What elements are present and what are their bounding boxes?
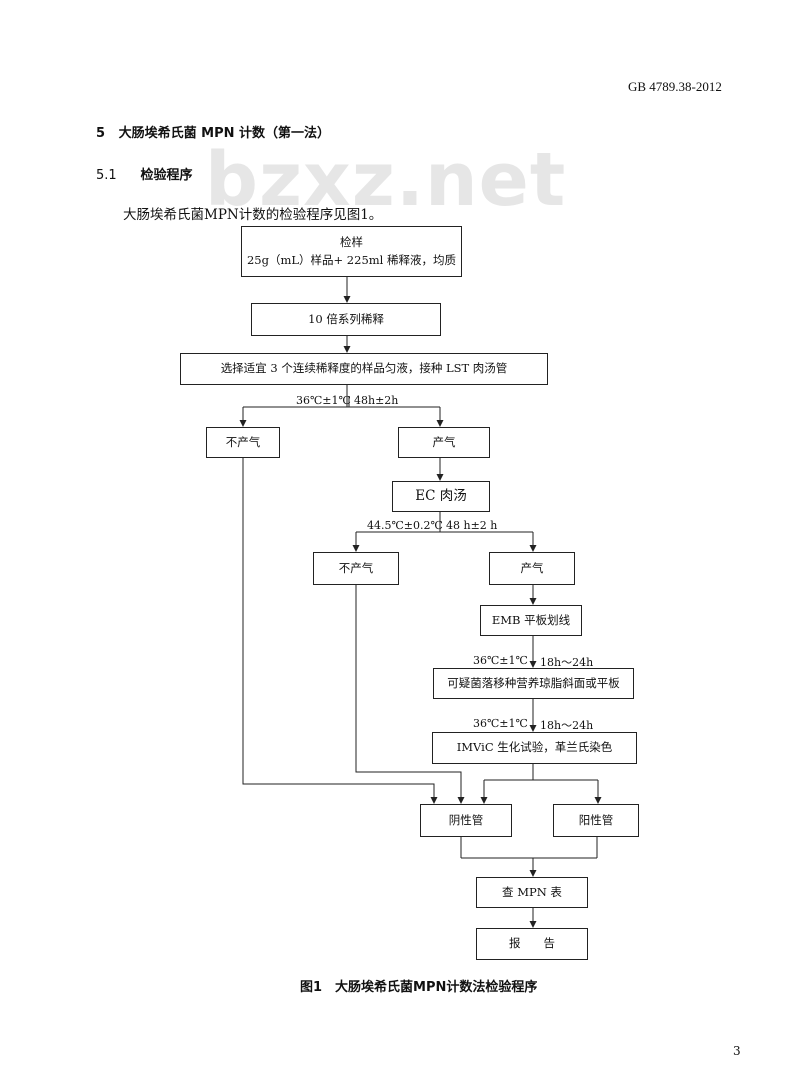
watermark: bzxz.net: [205, 137, 567, 223]
lst-time-label: 48h±2h: [354, 394, 399, 407]
mpn-table-label: 查 MPN 表: [502, 884, 562, 899]
report-label: 报 告: [509, 936, 555, 951]
page-number: 3: [733, 1044, 741, 1058]
figure-caption: 图1 大肠埃希氏菌MPN计数法检验程序: [300, 980, 538, 995]
sample-box: 检样 25g（mL）样品+ 225ml 稀释液，均质: [241, 226, 462, 277]
intro-paragraph: 大肠埃希氏菌MPN计数的检验程序见图1。: [123, 207, 383, 223]
transfer-temperature-label: 36℃±1℃: [473, 717, 528, 730]
lst-no-gas-label: 不产气: [225, 434, 261, 449]
arrow-ec-no-gas-to-negative: [355, 585, 465, 804]
transfer-box: 可疑菌落移种营养琼脂斜面或平板: [433, 668, 634, 699]
negative-label: 阴性管: [448, 812, 484, 827]
subsection-number: 5.1: [96, 168, 117, 183]
section-number: 5: [96, 126, 106, 141]
imvic-label: IMViC 生化试验，革兰氏染色: [456, 740, 613, 755]
standard-number: GB 4789.38-2012: [628, 79, 722, 94]
subsection-title: 检验程序: [140, 168, 193, 183]
sample-title: 检样: [340, 234, 363, 249]
ec-broth-label: EC 肉汤: [415, 488, 467, 505]
sample-description: 25g（mL）样品+ 225ml 稀释液，均质: [246, 252, 456, 267]
emb-temperature-label: 36℃±1℃: [473, 654, 528, 667]
imvic-box: IMViC 生化试验，革兰氏染色: [432, 732, 637, 764]
ec-no-gas-label: 不产气: [338, 560, 374, 575]
lst-temperature-label: 36℃±1℃: [296, 394, 351, 407]
emb-box: EMB 平板划线: [480, 605, 582, 636]
dilution-label: 10 倍系列稀释: [308, 311, 384, 326]
ec-no-gas-box: 不产气: [313, 552, 399, 585]
emb-time-label: 18h～24h: [540, 656, 594, 669]
emb-label: EMB 平板划线: [491, 612, 571, 627]
arrow-lst-no-gas-to-negative: [242, 458, 438, 804]
lst-gas-box: 产气: [398, 427, 490, 458]
transfer-label: 可疑菌落移种营养琼脂斜面或平板: [447, 675, 620, 690]
section-title: 大肠埃希氏菌 MPN 计数（第一法）: [118, 126, 331, 141]
positive-label: 阳性管: [578, 812, 614, 827]
ec-time-label: 48 h±2 h: [446, 519, 498, 532]
inoculate-box: 选择适宜 3 个连续稀释度的样品匀液，接种 LST 肉汤管: [180, 353, 548, 385]
ec-gas-label: 产气: [520, 560, 544, 575]
lst-gas-label: 产气: [432, 434, 456, 449]
negative-box: 阴性管: [420, 804, 512, 837]
report-box: 报 告: [476, 928, 588, 960]
lst-no-gas-box: 不产气: [206, 427, 280, 458]
ec-gas-box: 产气: [489, 552, 575, 585]
positive-box: 阳性管: [553, 804, 639, 837]
section-heading: 5 大肠埃希氏菌 MPN 计数（第一法）: [96, 122, 330, 141]
subsection-heading: 5.1 检验程序: [96, 164, 193, 183]
mpn-table-box: 查 MPN 表: [476, 877, 588, 908]
ec-temperature-label: 44.5℃±0.2℃: [367, 519, 443, 532]
transfer-time-label: 18h～24h: [540, 719, 594, 732]
ec-broth-box: EC 肉汤: [392, 481, 490, 512]
dilution-box: 10 倍系列稀释: [251, 303, 441, 336]
inoculate-label: 选择适宜 3 个连续稀释度的样品匀液，接种 LST 肉汤管: [220, 361, 508, 376]
